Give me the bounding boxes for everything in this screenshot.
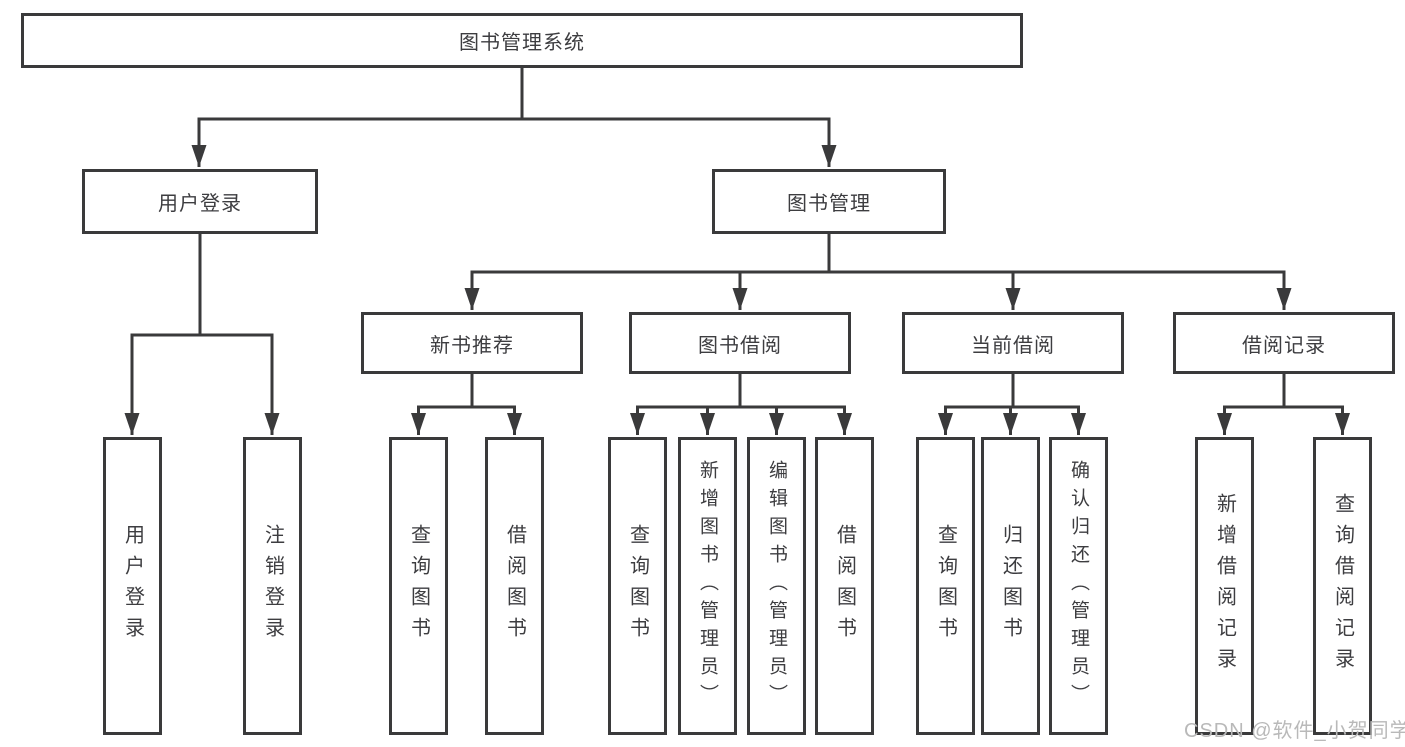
leaf-add-borrow-record: 新增借阅记录 <box>1195 437 1254 735</box>
node-user-login: 用户登录 <box>82 169 318 234</box>
leaf-query-borrow-record: 查询借阅记录 <box>1313 437 1372 735</box>
leaf-logout: 注销登录 <box>243 437 302 735</box>
leaf-query-books: 查询图书 <box>389 437 448 735</box>
leaf-label: 借阅图书 <box>833 524 856 648</box>
node-label: 图书管理 <box>787 193 871 215</box>
leaf-user-login: 用户登录 <box>103 437 162 735</box>
leaf-return-books: 归还图书 <box>981 437 1040 735</box>
leaf-label: 编辑图书（管理员） <box>766 460 787 712</box>
leaf-label: 借阅图书 <box>503 524 526 648</box>
node-label: 用户登录 <box>158 193 242 215</box>
leaf-label: 查询借阅记录 <box>1331 493 1354 679</box>
leaf-query-books: 查询图书 <box>916 437 975 735</box>
node-book-borrow: 图书借阅 <box>629 312 851 374</box>
leaf-label: 新增图书（管理员） <box>697 460 718 712</box>
node-borrow-records: 借阅记录 <box>1173 312 1395 374</box>
leaf-label: 注销登录 <box>261 524 284 648</box>
leaf-query-books: 查询图书 <box>608 437 667 735</box>
leaf-label: 用户登录 <box>121 524 144 648</box>
leaf-edit-books-admin: 编辑图书（管理员） <box>747 437 806 735</box>
node-label: 当前借阅 <box>971 334 1055 357</box>
node-root-system: 图书管理系统 <box>21 13 1023 68</box>
leaf-borrow-books: 借阅图书 <box>485 437 544 735</box>
node-root-label: 图书管理系统 <box>459 32 585 54</box>
leaf-label: 查询图书 <box>934 524 957 648</box>
leaf-borrow-books: 借阅图书 <box>815 437 874 735</box>
node-new-book-recommend: 新书推荐 <box>361 312 583 374</box>
leaf-add-books-admin: 新增图书（管理员） <box>678 437 737 735</box>
node-current-borrow: 当前借阅 <box>902 312 1124 374</box>
leaf-label: 查询图书 <box>407 524 430 648</box>
node-label: 借阅记录 <box>1242 334 1326 357</box>
leaf-label: 归还图书 <box>999 524 1022 648</box>
leaf-label: 新增借阅记录 <box>1213 493 1236 679</box>
leaf-label: 查询图书 <box>626 524 649 648</box>
leaf-confirm-return-admin: 确认归还（管理员） <box>1049 437 1108 735</box>
leaf-label: 确认归还（管理员） <box>1068 460 1089 712</box>
watermark: CSDN @软件_小贺同学 <box>1184 720 1405 742</box>
node-label: 新书推荐 <box>430 334 514 357</box>
node-book-management: 图书管理 <box>712 169 946 234</box>
node-label: 图书借阅 <box>698 334 782 357</box>
